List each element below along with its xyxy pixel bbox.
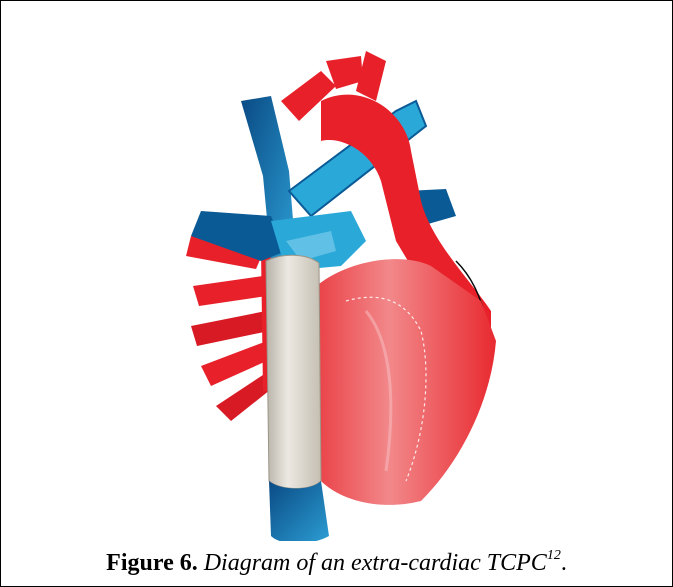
inferior-vena-cava (269, 481, 329, 541)
figure-label: Figure 6. (106, 550, 198, 576)
tcpc-diagram (171, 41, 531, 541)
figure-description: Diagram of an extra-cardiac TCPC12 (204, 550, 561, 576)
figure-reference: 12 (547, 548, 561, 563)
heart (302, 259, 496, 505)
extracardiac-conduit (266, 255, 321, 488)
figure-description-text: Diagram of an extra-cardiac TCPC (204, 550, 547, 576)
left-pulmonary-branches (186, 236, 276, 421)
figure-caption: Figure 6. Diagram of an extra-cardiac TC… (1, 544, 672, 577)
figure-trailing: . (561, 550, 567, 576)
